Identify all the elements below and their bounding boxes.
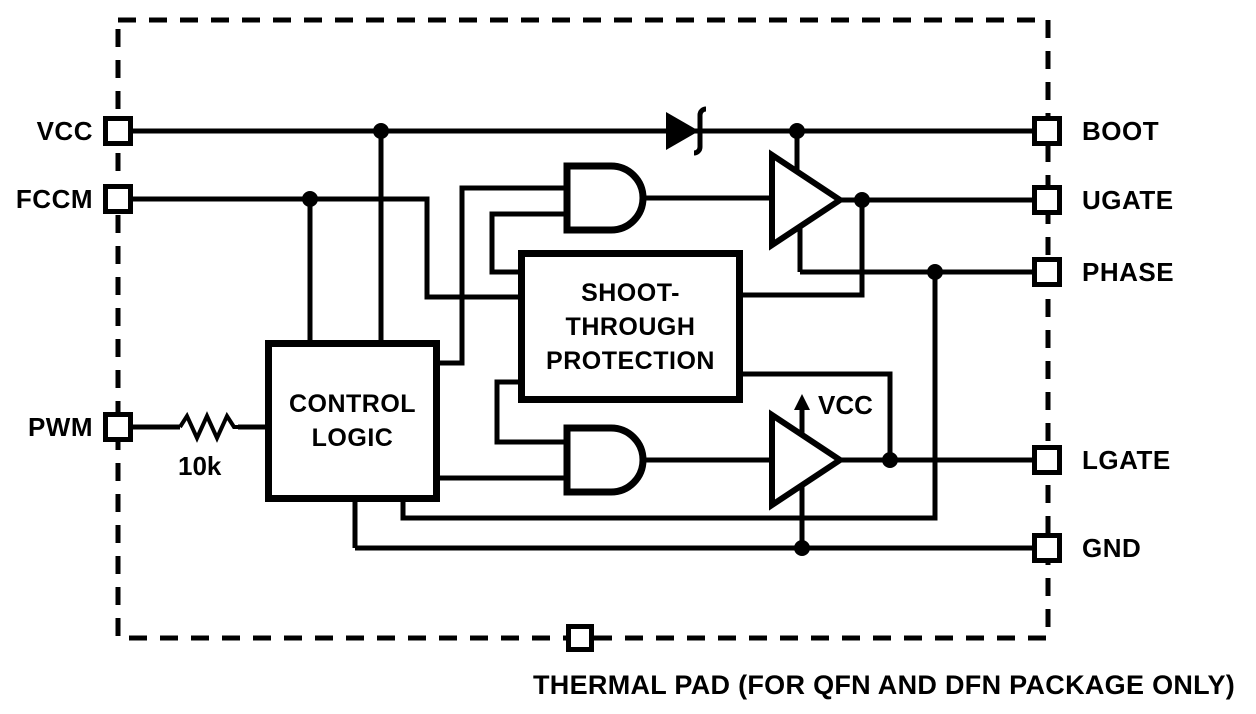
lgate-driver-buffer — [769, 409, 846, 511]
and-gate-upper — [563, 162, 647, 234]
pin-label-phase: PHASE — [1082, 257, 1175, 287]
pin-boot — [1032, 116, 1062, 146]
pin-vcc — [103, 116, 133, 146]
pin-lgate — [1032, 445, 1062, 475]
junction-dot — [882, 452, 898, 468]
pin-phase — [1032, 257, 1062, 287]
vcc-arrow-icon — [794, 394, 810, 410]
junction-dot — [794, 540, 810, 556]
wire-ugate-feedback — [743, 200, 865, 298]
stp-label-line1: SHOOT- — [581, 278, 680, 307]
internal-vcc-label: VCC — [818, 390, 873, 420]
pin-label-lgate: LGATE — [1082, 445, 1171, 475]
control-logic-block: CONTROL LOGIC — [265, 340, 440, 502]
shoot-through-protection-block: SHOOT- THROUGH PROTECTION — [518, 250, 743, 403]
pin-label-ugate: UGATE — [1082, 185, 1174, 215]
pin-label-vcc: VCC — [36, 116, 93, 146]
control-logic-label-line2: LOGIC — [311, 424, 394, 452]
pin-pwm — [103, 412, 133, 442]
thermal-pad-note: THERMAL PAD (FOR QFN AND DFN PACKAGE ONL… — [533, 670, 1236, 700]
junction-dot — [302, 191, 318, 207]
junction-dot — [789, 123, 805, 139]
ic-boundary — [115, 17, 1051, 641]
junction-dot — [854, 192, 870, 208]
resistor-icon — [178, 411, 238, 443]
pin-thermal-pad — [566, 624, 594, 652]
wires — [133, 128, 1032, 551]
stp-label-line3: PROTECTION — [546, 346, 715, 375]
ugate-driver-buffer — [769, 149, 846, 251]
junction-dot — [927, 264, 943, 280]
junction-dots — [302, 123, 943, 556]
wire-lgate-feedback — [743, 371, 893, 460]
and-gate-lower — [563, 424, 647, 496]
pin-label-pwm: PWM — [27, 412, 93, 442]
pin-label-boot: BOOT — [1082, 116, 1160, 146]
pin-fccm — [103, 184, 133, 214]
pin-label-fccm: FCCM — [15, 184, 93, 214]
wire-fccm-to-stp — [133, 196, 518, 300]
control-logic-label-line1: CONTROL — [288, 390, 417, 418]
wire-stp-to-and2 — [494, 379, 567, 445]
pin-gnd — [1032, 533, 1062, 563]
stp-label-line2: THROUGH — [565, 312, 696, 341]
junction-dot — [373, 123, 389, 139]
pin-ugate — [1032, 185, 1062, 215]
wire-stp-to-and1 — [489, 211, 567, 275]
wire-phase-feedback — [400, 272, 938, 521]
wire-control-to-and1 — [440, 185, 567, 366]
bootstrap-diode-icon — [666, 106, 707, 156]
pin-label-gnd: GND — [1082, 533, 1142, 563]
resistor-value-label: 10k — [178, 451, 222, 481]
